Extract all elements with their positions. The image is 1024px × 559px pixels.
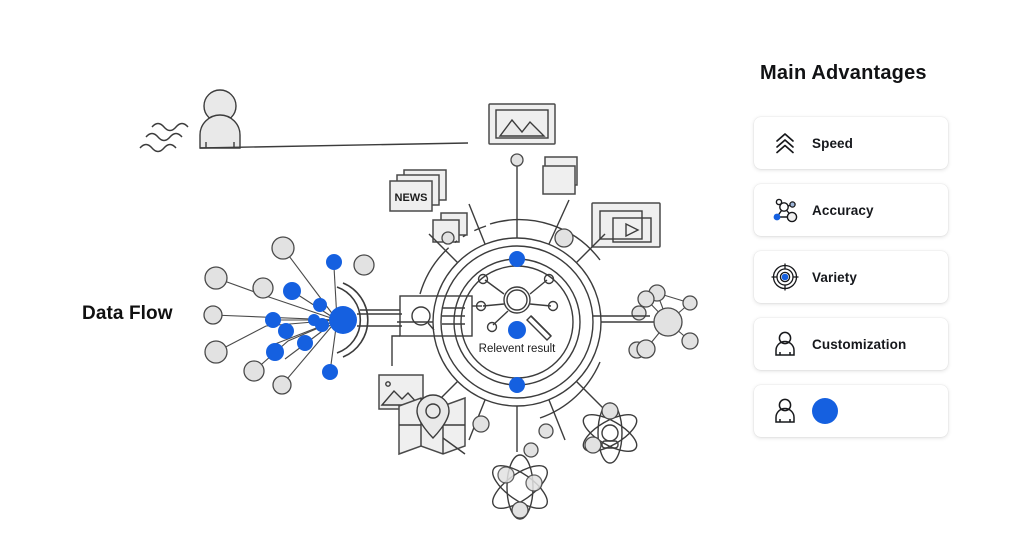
satellite-node <box>631 305 647 321</box>
image-frame-icon <box>488 103 556 145</box>
data-flow-illustration: .s { fill:none; stroke:#3c3c3c; stroke-w… <box>82 89 699 520</box>
advantage-card-accuracy[interactable]: Accuracy <box>754 184 948 236</box>
hub-center-label: Relevent result <box>479 343 557 355</box>
window-stack-icon <box>542 156 578 195</box>
atom-icon <box>492 454 548 520</box>
advantage-card-speed[interactable]: Speed <box>754 117 948 169</box>
advantage-label: Customization <box>812 336 907 352</box>
timeline-line <box>199 142 469 149</box>
signal-waves-icon <box>139 122 189 153</box>
person-icon <box>770 396 800 426</box>
status-badge <box>812 398 838 424</box>
relevance-hub-icon: Relevent result <box>397 162 667 452</box>
chevrons-up-icon <box>770 128 800 158</box>
network-cluster-icon <box>593 284 699 359</box>
target-icon <box>770 262 800 292</box>
molecule-icon <box>582 402 638 464</box>
satellite-node <box>554 228 574 248</box>
advantage-card-variety[interactable]: Variety <box>754 251 948 303</box>
advantage-card-customization[interactable]: Customization <box>754 318 948 370</box>
advantage-label: Accuracy <box>812 202 874 218</box>
video-player-icon <box>591 202 661 248</box>
news-stack-icon: NEWS <box>389 169 447 212</box>
satellite-node <box>510 153 524 167</box>
satellite-node <box>441 231 455 245</box>
node-graph-icon <box>203 236 375 395</box>
connector-pipes <box>357 309 402 327</box>
advantage-card-user-status[interactable] <box>754 385 948 437</box>
main-advantages-panel: Main Advantages Speed <box>754 62 954 452</box>
data-flow-label: Data Flow <box>82 303 173 324</box>
news-card-label: NEWS <box>395 192 428 204</box>
satellite-node <box>523 442 539 458</box>
advantage-label: Speed <box>812 135 854 151</box>
person-icon <box>770 329 800 359</box>
map-pin-icon <box>398 394 466 456</box>
satellite-node <box>538 423 554 439</box>
network-icon <box>770 195 800 225</box>
advantage-label: Variety <box>812 269 857 285</box>
satellite-node <box>472 415 490 433</box>
person-icon-top <box>199 89 241 149</box>
panel-title: Main Advantages <box>760 62 927 84</box>
